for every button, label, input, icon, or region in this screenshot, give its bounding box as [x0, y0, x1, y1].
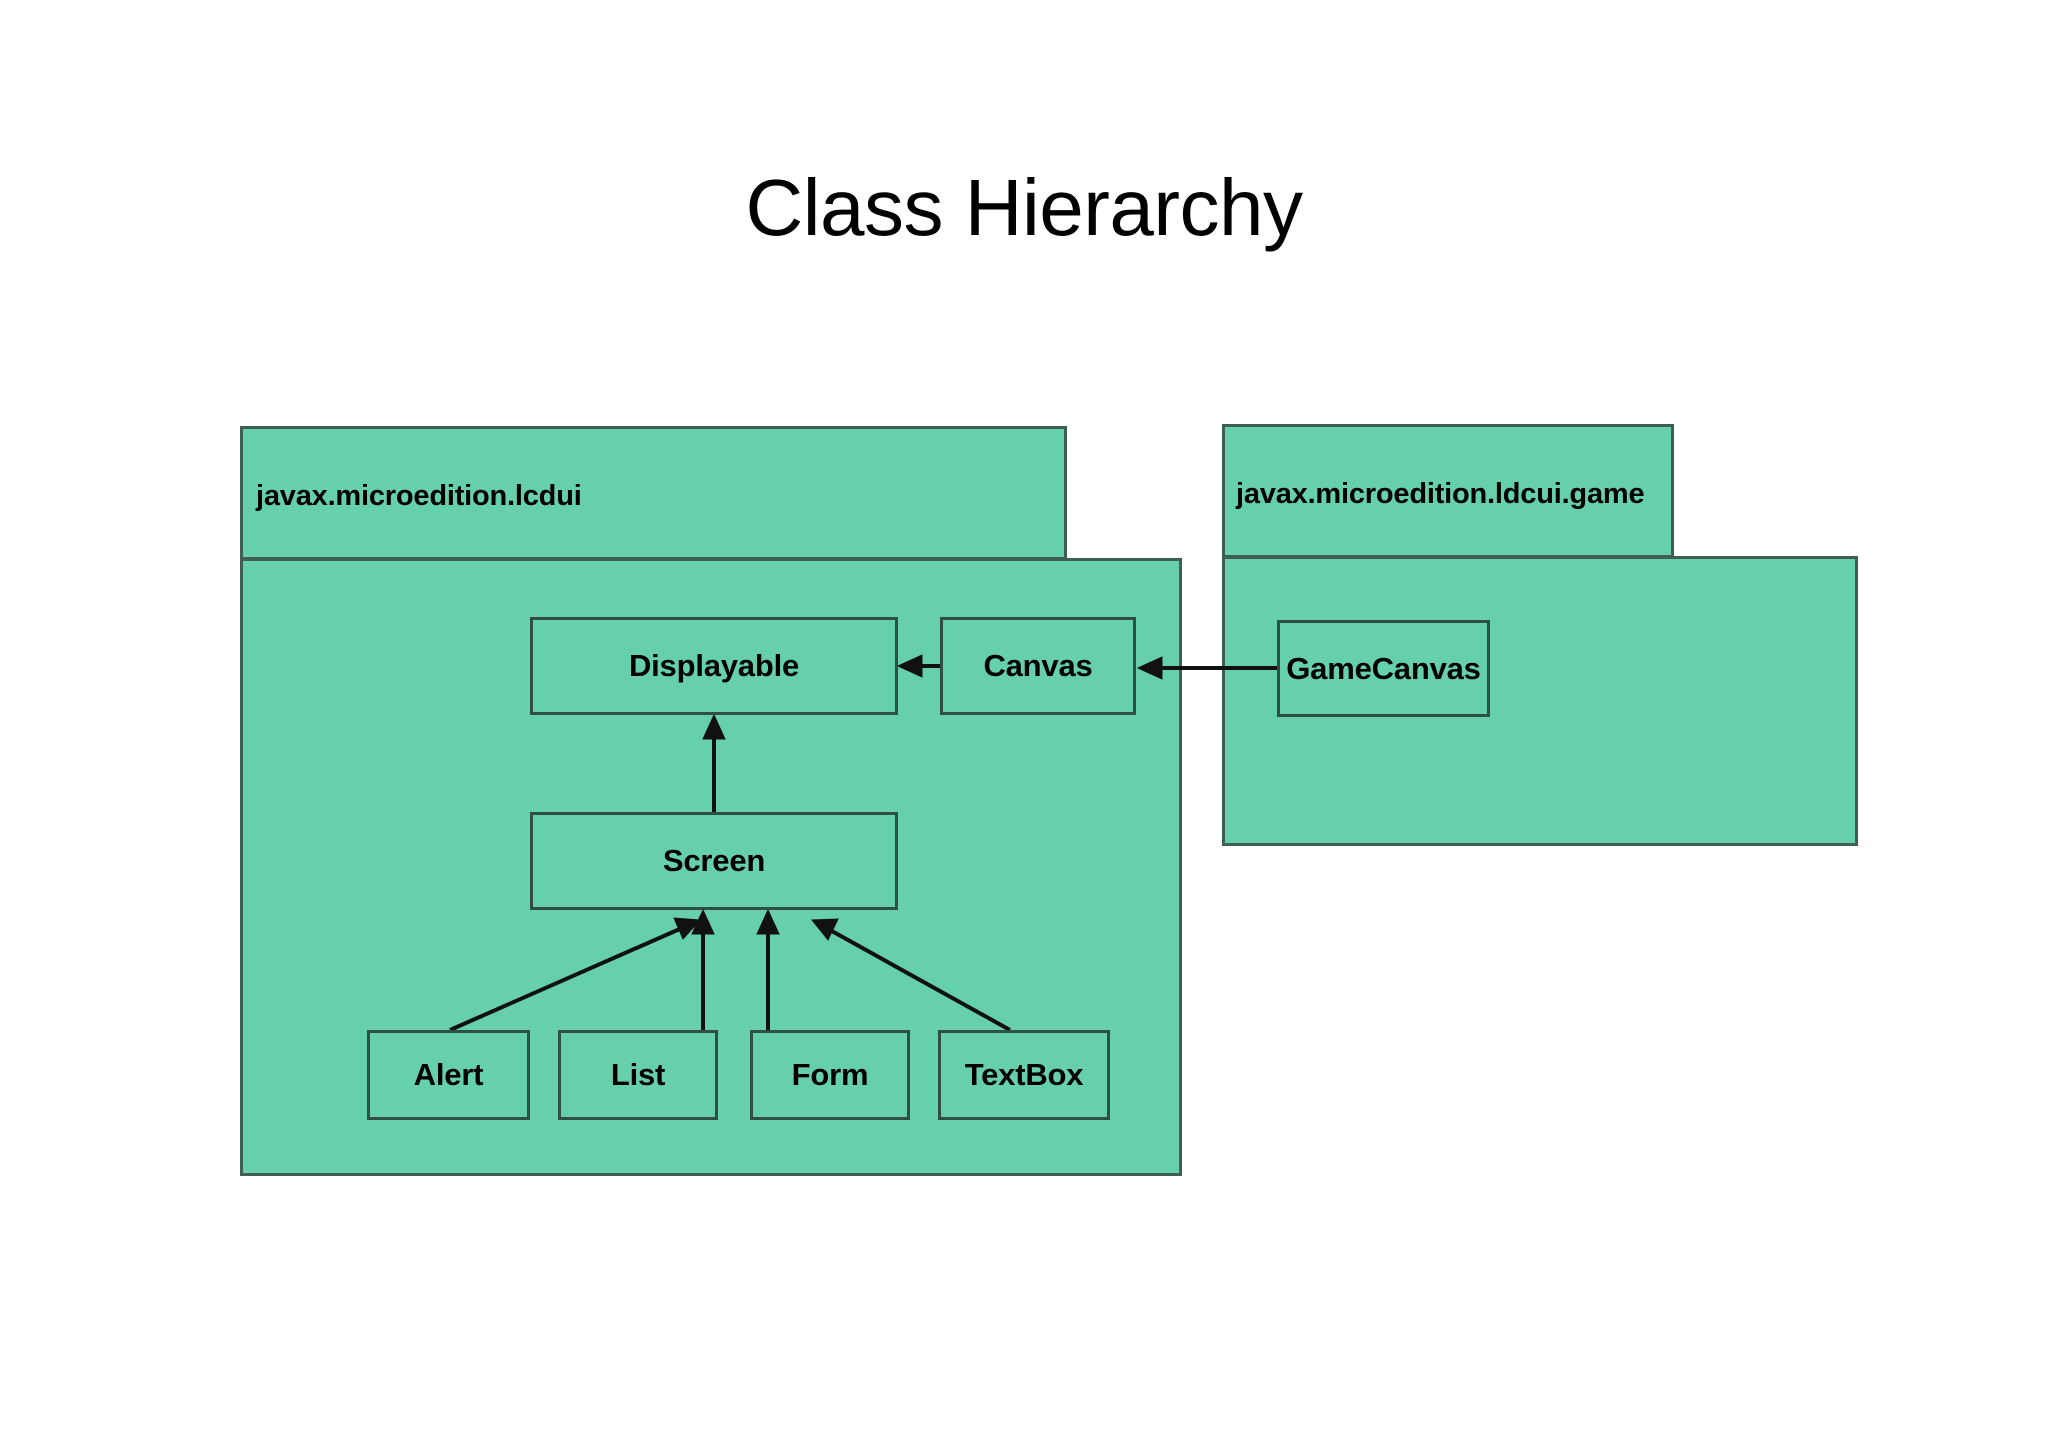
- class-box-textbox[interactable]: TextBox: [938, 1030, 1110, 1120]
- class-label-screen: Screen: [662, 843, 766, 878]
- page-title: Class Hierarchy: [745, 163, 1303, 252]
- class-label-alert: Alert: [413, 1057, 484, 1092]
- package-lcdui-label: javax.microedition.lcdui: [256, 480, 582, 512]
- class-box-list[interactable]: List: [558, 1030, 718, 1120]
- class-box-screen[interactable]: Screen: [530, 812, 898, 910]
- class-box-form[interactable]: Form: [750, 1030, 910, 1120]
- class-label-form: Form: [791, 1057, 869, 1092]
- class-label-textbox: TextBox: [964, 1057, 1084, 1092]
- class-label-displayable: Displayable: [628, 648, 800, 683]
- class-box-alert[interactable]: Alert: [367, 1030, 530, 1120]
- class-box-gamecanvas[interactable]: GameCanvas: [1277, 620, 1490, 717]
- class-label-canvas: Canvas: [983, 648, 1093, 683]
- class-label-list: List: [610, 1057, 666, 1092]
- class-box-displayable[interactable]: Displayable: [530, 617, 898, 715]
- package-game-tab: [1222, 424, 1674, 558]
- class-label-gamecanvas: GameCanvas: [1286, 650, 1481, 686]
- class-box-canvas[interactable]: Canvas: [940, 617, 1136, 715]
- package-lcdui-tab: [240, 426, 1067, 560]
- package-game-label: javax.microedition.ldcui.game: [1236, 478, 1645, 510]
